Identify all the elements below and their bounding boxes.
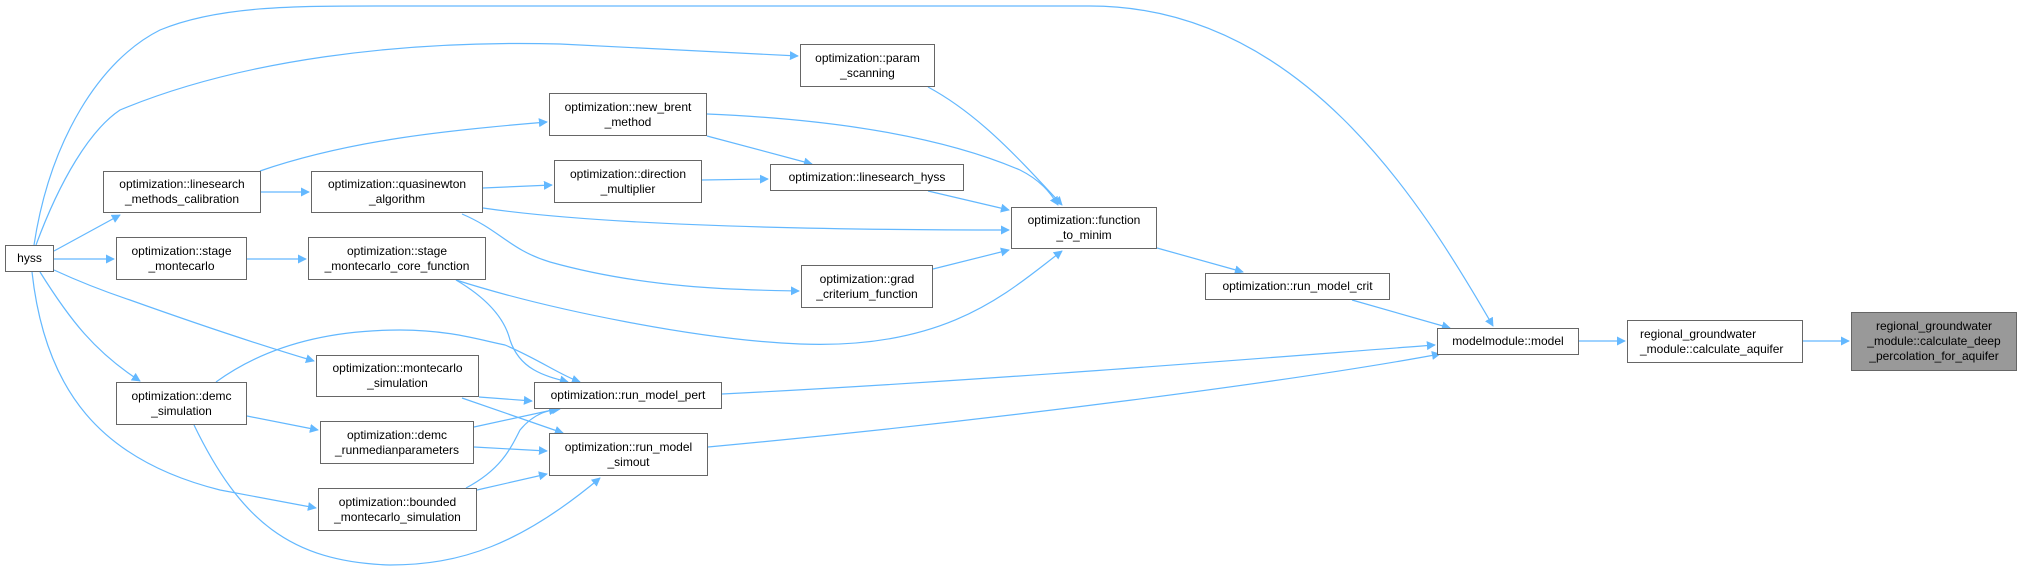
node-demc-runmedianparameters[interactable]: optimization::demc_runmedianparameters [320, 421, 474, 464]
node-model[interactable]: modelmodule::model [1437, 328, 1579, 355]
node-label: _simout [607, 454, 650, 469]
node-calculate-deep-percolation-for-aquifer: regional_groundwater_module::calculate_d… [1851, 312, 2017, 371]
node-calculate-aquifer[interactable]: regional_groundwater_module::calculate_a… [1627, 320, 1803, 363]
node-linesearch-methods-calibration[interactable]: optimization::linesearch_methods_calibra… [103, 171, 261, 213]
node-label: optimization::linesearch_hyss [788, 170, 946, 184]
edge-hyss-param-scanning [35, 42, 799, 246]
node-function-to-minim[interactable]: optimization::function_to_minim [1011, 207, 1157, 249]
edge-demc-simulation-run-model-simout [193, 424, 601, 566]
node-quasinewton-algorithm[interactable]: optimization::quasinewton_algorithm [311, 171, 483, 213]
edge-hyss-demc-simulation [39, 271, 141, 382]
edge-grad-function-to-minim [932, 247, 1010, 270]
edge-bounded-run-model-simout [476, 471, 548, 491]
edge-quasinewton-direction [482, 180, 553, 190]
node-hyss[interactable]: hyss [5, 245, 54, 272]
edge-hyss-bounded-montecarlo [31, 271, 317, 511]
node-bounded-montecarlo-simulation[interactable]: optimization::bounded_montecarlo_simulat… [318, 488, 477, 531]
node-label: _montecarlo_core_function [324, 258, 470, 273]
node-label: optimization::run_model_crit [1222, 279, 1373, 293]
edge-function-to-minim-run-model-crit [1156, 247, 1244, 275]
node-run-model-pert[interactable]: optimization::run_model_pert [534, 382, 722, 409]
node-label: _runmedianparameters [334, 442, 460, 457]
node-label: optimization::quasinewton [327, 177, 467, 191]
node-label: _algorithm [368, 192, 426, 206]
node-label: optimization::demc [131, 388, 232, 403]
node-grad-criterium-function[interactable]: optimization::grad_criterium_function [801, 265, 933, 308]
node-label: optimization::montecarlo [332, 361, 463, 375]
node-stage-montecarlo-core-function[interactable]: optimization::stage_montecarlo_core_func… [308, 237, 486, 280]
edge-run-model-crit-model [1351, 299, 1451, 331]
edge-montecarlo-run-model-pert [478, 395, 533, 405]
node-label: _criterium_function [816, 286, 918, 301]
node-label: _simulation [367, 376, 428, 390]
edge-direction-linesearch-hyss [701, 174, 769, 184]
node-label: optimization::linesearch [119, 177, 245, 191]
node-label: _module::calculate_deep [1867, 334, 2001, 348]
node-demc-simulation[interactable]: optimization::demc_simulation [116, 382, 247, 425]
node-montecarlo-simulation[interactable]: optimization::montecarlo_simulation [316, 355, 479, 397]
node-label: regional_groundwater [1640, 326, 1757, 341]
edge-hyss-montecarlo-simulation [53, 269, 315, 364]
node-direction-multiplier[interactable]: optimization::direction_multiplier [554, 160, 702, 203]
edge-demc-simulation-runmedian [246, 415, 319, 433]
node-label: _scanning [840, 65, 895, 80]
edge-core-function-to-minim [455, 250, 1063, 346]
node-label: optimization::demc [346, 427, 448, 442]
node-label: optimization::stage [346, 243, 448, 258]
node-label: _percolation_for_aquifer [1869, 349, 1999, 363]
node-label: optimization::direction [569, 166, 687, 181]
node-new-brent-method[interactable]: optimization::new_brent_method [549, 93, 707, 136]
node-label: _montecarlo [148, 258, 215, 273]
node-label: modelmodule::model [1452, 334, 1564, 348]
node-label: optimization::run_model [564, 439, 693, 454]
edge-montecarlo-run-model-simout [461, 397, 564, 435]
node-label: _method [604, 114, 652, 129]
node-linesearch-hyss[interactable]: optimization::linesearch_hyss [770, 164, 964, 191]
node-label: _to_minim [1056, 228, 1112, 242]
edge-new-brent-linesearch-hyss [706, 135, 813, 167]
edge-linesearch-hyss-function-to-minim [927, 190, 1010, 213]
edge-run-model-pert-model [721, 341, 1436, 395]
node-label: optimization::run_model_pert [550, 388, 706, 402]
node-label: _montecarlo_simulation [334, 509, 461, 524]
edge-runmedian-run-model-simout [473, 446, 548, 456]
node-label: _methods_calibration [124, 192, 240, 206]
node-label: optimization::param [815, 50, 920, 65]
edge-hyss-model [33, 5, 1494, 327]
edge-core-run-model-pert [455, 279, 569, 385]
edge-hyss-linesearch-calibration [53, 214, 121, 252]
node-label: optimization::stage [131, 243, 232, 258]
edge-run-model-simout-model [707, 351, 1441, 448]
node-label: optimization::function [1027, 213, 1141, 227]
edge-calibration-new-brent [259, 118, 548, 172]
node-label: _module::calculate_aquifer [1640, 341, 1784, 356]
node-label: _multiplier [600, 181, 656, 196]
edge-param-scanning-function-to-minim [927, 86, 1063, 206]
node-label: optimization::bounded [338, 494, 457, 509]
node-label: _simulation [151, 403, 212, 418]
node-stage-montecarlo[interactable]: optimization::stage_montecarlo [116, 237, 247, 280]
edge-new-brent-function-to-minim [706, 113, 1059, 206]
node-label: optimization::grad [819, 271, 915, 286]
node-run-model-crit[interactable]: optimization::run_model_crit [1205, 273, 1390, 300]
edge-bounded-run-model-pert [465, 405, 561, 489]
node-label: optimization::new_brent [564, 99, 692, 114]
edge-demc-simulation-run-model-pert [215, 329, 581, 384]
edge-quasinewton-grad [461, 213, 800, 296]
node-label: hyss [17, 251, 42, 265]
node-label: regional_groundwater [1875, 319, 1993, 333]
node-param-scanning[interactable]: optimization::param_scanning [800, 44, 935, 87]
node-run-model-simout[interactable]: optimization::run_model_simout [549, 433, 708, 476]
edge-quasinewton-function-to-minim [482, 207, 1010, 235]
